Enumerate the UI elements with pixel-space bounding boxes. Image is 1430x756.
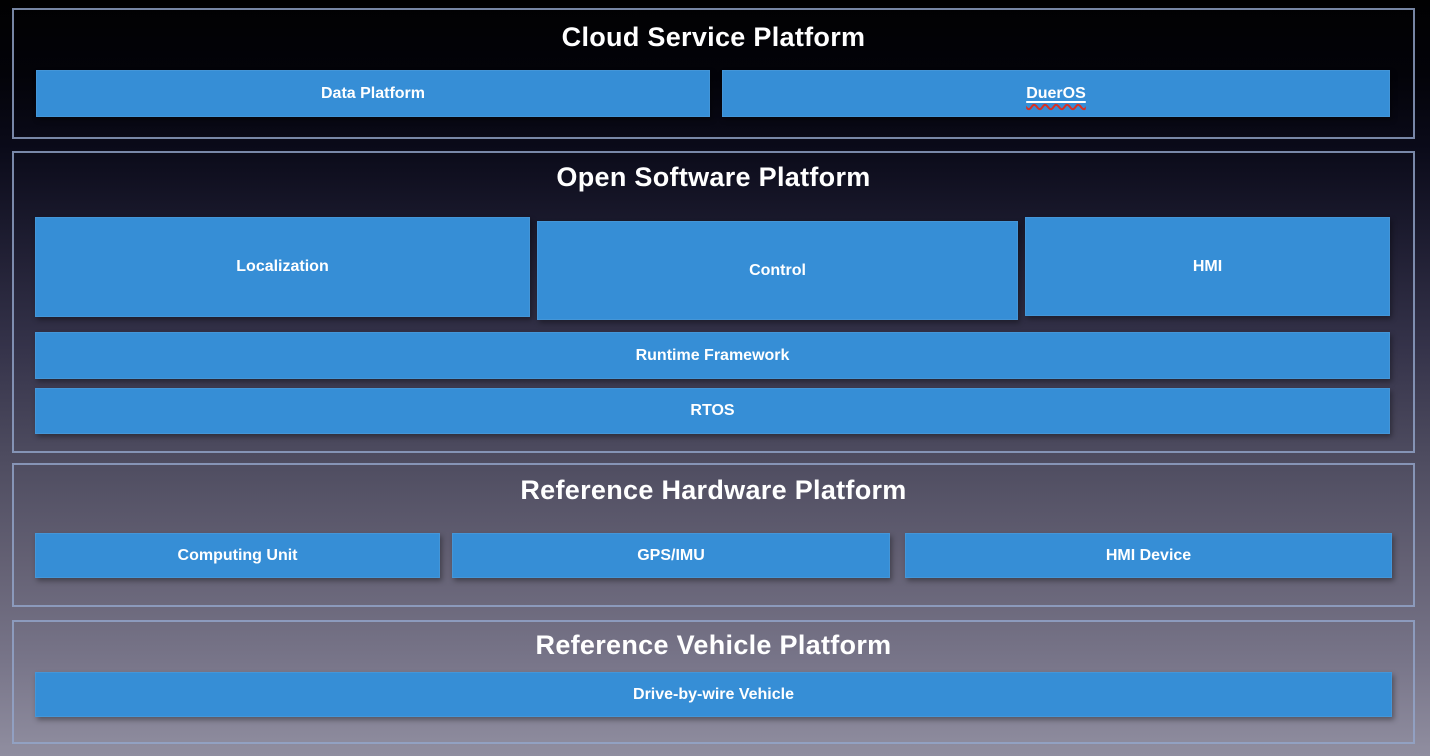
block-dueros-label: DuerOS	[1026, 84, 1086, 102]
block-hmi-device-label: HMI Device	[1105, 546, 1192, 564]
block-computing-unit-label: Computing Unit	[177, 546, 298, 564]
section-reference-hardware-platform: Reference Hardware Platform Computing Un…	[12, 463, 1415, 607]
section-title-reference-hardware-platform: Reference Hardware Platform	[520, 475, 907, 505]
dueros-spellcheck-underline: DuerOS	[1026, 85, 1086, 103]
block-dueros: DuerOS	[722, 70, 1390, 117]
section-title-reference-vehicle-platform: Reference Vehicle Platform	[535, 630, 892, 660]
block-hmi-label: HMI	[1192, 257, 1223, 275]
block-data-platform-label: Data Platform	[320, 84, 426, 102]
block-localization-label: Localization	[236, 258, 329, 275]
block-rtos-label: RTOS	[690, 402, 735, 419]
block-control-label: Control	[749, 261, 806, 279]
block-gps-imu-label: GPS/IMU	[637, 546, 705, 564]
section-open-software-platform: Open Software Platform Localization Cont…	[12, 151, 1415, 453]
section-cloud-service-platform: Cloud Service Platform Data Platform Due…	[12, 8, 1415, 139]
block-hmi: HMI	[1025, 217, 1390, 316]
block-runtime-framework-label: Runtime Framework	[635, 346, 790, 364]
block-control: Control	[537, 221, 1018, 320]
block-hmi-device: HMI Device	[905, 533, 1392, 578]
section-title-cloud-service-platform: Cloud Service Platform	[561, 22, 866, 52]
block-drive-by-wire-vehicle: Drive-by-wire Vehicle	[35, 672, 1392, 717]
block-computing-unit: Computing Unit	[35, 533, 440, 578]
block-runtime-framework: Runtime Framework	[35, 332, 1390, 379]
block-gps-imu: GPS/IMU	[452, 533, 890, 578]
block-drive-by-wire-vehicle-label: Drive-by-wire Vehicle	[633, 685, 794, 703]
section-reference-vehicle-platform: Reference Vehicle Platform Drive-by-wire…	[12, 620, 1415, 744]
section-title-open-software-platform: Open Software Platform	[556, 162, 871, 192]
block-data-platform: Data Platform	[36, 70, 710, 117]
block-rtos: RTOS	[35, 388, 1390, 434]
block-localization: Localization	[35, 217, 530, 317]
